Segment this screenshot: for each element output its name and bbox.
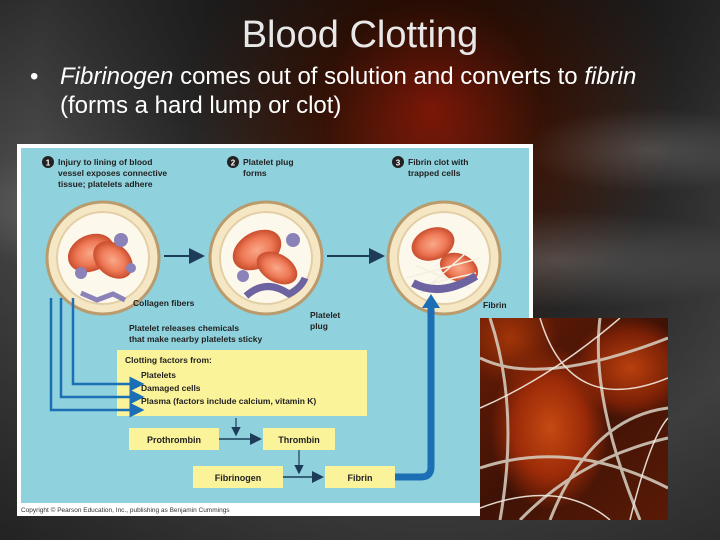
thrombin-label: Thrombin <box>278 435 320 445</box>
label-platelet-plug-1: Platelet <box>310 310 340 320</box>
factor-platelets: Platelets <box>141 370 176 380</box>
step-3-line-1: Fibrin clot with <box>408 157 468 167</box>
bullet-mid: comes out of solution and converts to <box>173 63 584 90</box>
fibrin-micrograph <box>480 318 668 520</box>
vessel-3-illustration <box>388 202 500 314</box>
step-1-header: 1 Injury to lining of blood vessel expos… <box>42 156 167 189</box>
label-fibrin: Fibrin <box>483 300 507 310</box>
step-3-number: 3 <box>396 159 401 168</box>
clotting-factors-header: Clotting factors from: <box>125 355 212 365</box>
bullet-term-fibrinogen: Fibrinogen <box>60 63 173 90</box>
copyright-notice: Copyright © Pearson Education, Inc., pub… <box>21 507 230 514</box>
bullet-point: • Fibrinogen comes out of solution and c… <box>30 62 690 120</box>
step-3-header: 3 Fibrin clot with trapped cells <box>392 156 468 178</box>
vessel-2-illustration <box>210 202 322 314</box>
step-1-number: 1 <box>46 159 51 168</box>
clotting-diagram: 1 Injury to lining of blood vessel expos… <box>17 144 533 516</box>
micrograph-fibers <box>480 318 668 520</box>
step-1-line-3: tissue; platelets adhere <box>58 179 153 189</box>
slide-title: Blood Clotting <box>0 14 720 57</box>
step-2-line-2: forms <box>243 168 267 178</box>
bullet-tail: (forms a hard lump or clot) <box>60 92 341 119</box>
label-releases-1: Platelet releases chemicals <box>129 323 239 333</box>
step-2-line-1: Platelet plug <box>243 157 294 167</box>
arrow-fibrin-to-clot <box>395 303 431 477</box>
step-1-line-2: vessel exposes connective <box>58 168 167 178</box>
fibrin-box-label: Fibrin <box>348 473 373 483</box>
step-2-number: 2 <box>231 159 236 168</box>
label-collagen-fibers: Collagen fibers <box>133 298 195 308</box>
fibrinogen-label: Fibrinogen <box>215 473 262 483</box>
factor-damaged-cells: Damaged cells <box>141 383 201 393</box>
diagram-svg: 1 Injury to lining of blood vessel expos… <box>21 148 529 503</box>
bullet-marker: • <box>30 62 38 91</box>
bullet-text: Fibrinogen comes out of solution and con… <box>30 62 690 120</box>
factor-plasma: Plasma (factors include calcium, vitamin… <box>141 396 316 406</box>
diagram-panel: 1 Injury to lining of blood vessel expos… <box>21 148 529 503</box>
prothrombin-label: Prothrombin <box>147 435 201 445</box>
step-2-header: 2 Platelet plug forms <box>227 156 294 178</box>
label-platelet-plug-2: plug <box>310 321 328 331</box>
step-1-line-1: Injury to lining of blood <box>58 157 152 167</box>
label-releases-2: that make nearby platelets sticky <box>129 334 263 344</box>
step-3-line-2: trapped cells <box>408 168 461 178</box>
bullet-term-fibrin: fibrin <box>584 63 636 90</box>
